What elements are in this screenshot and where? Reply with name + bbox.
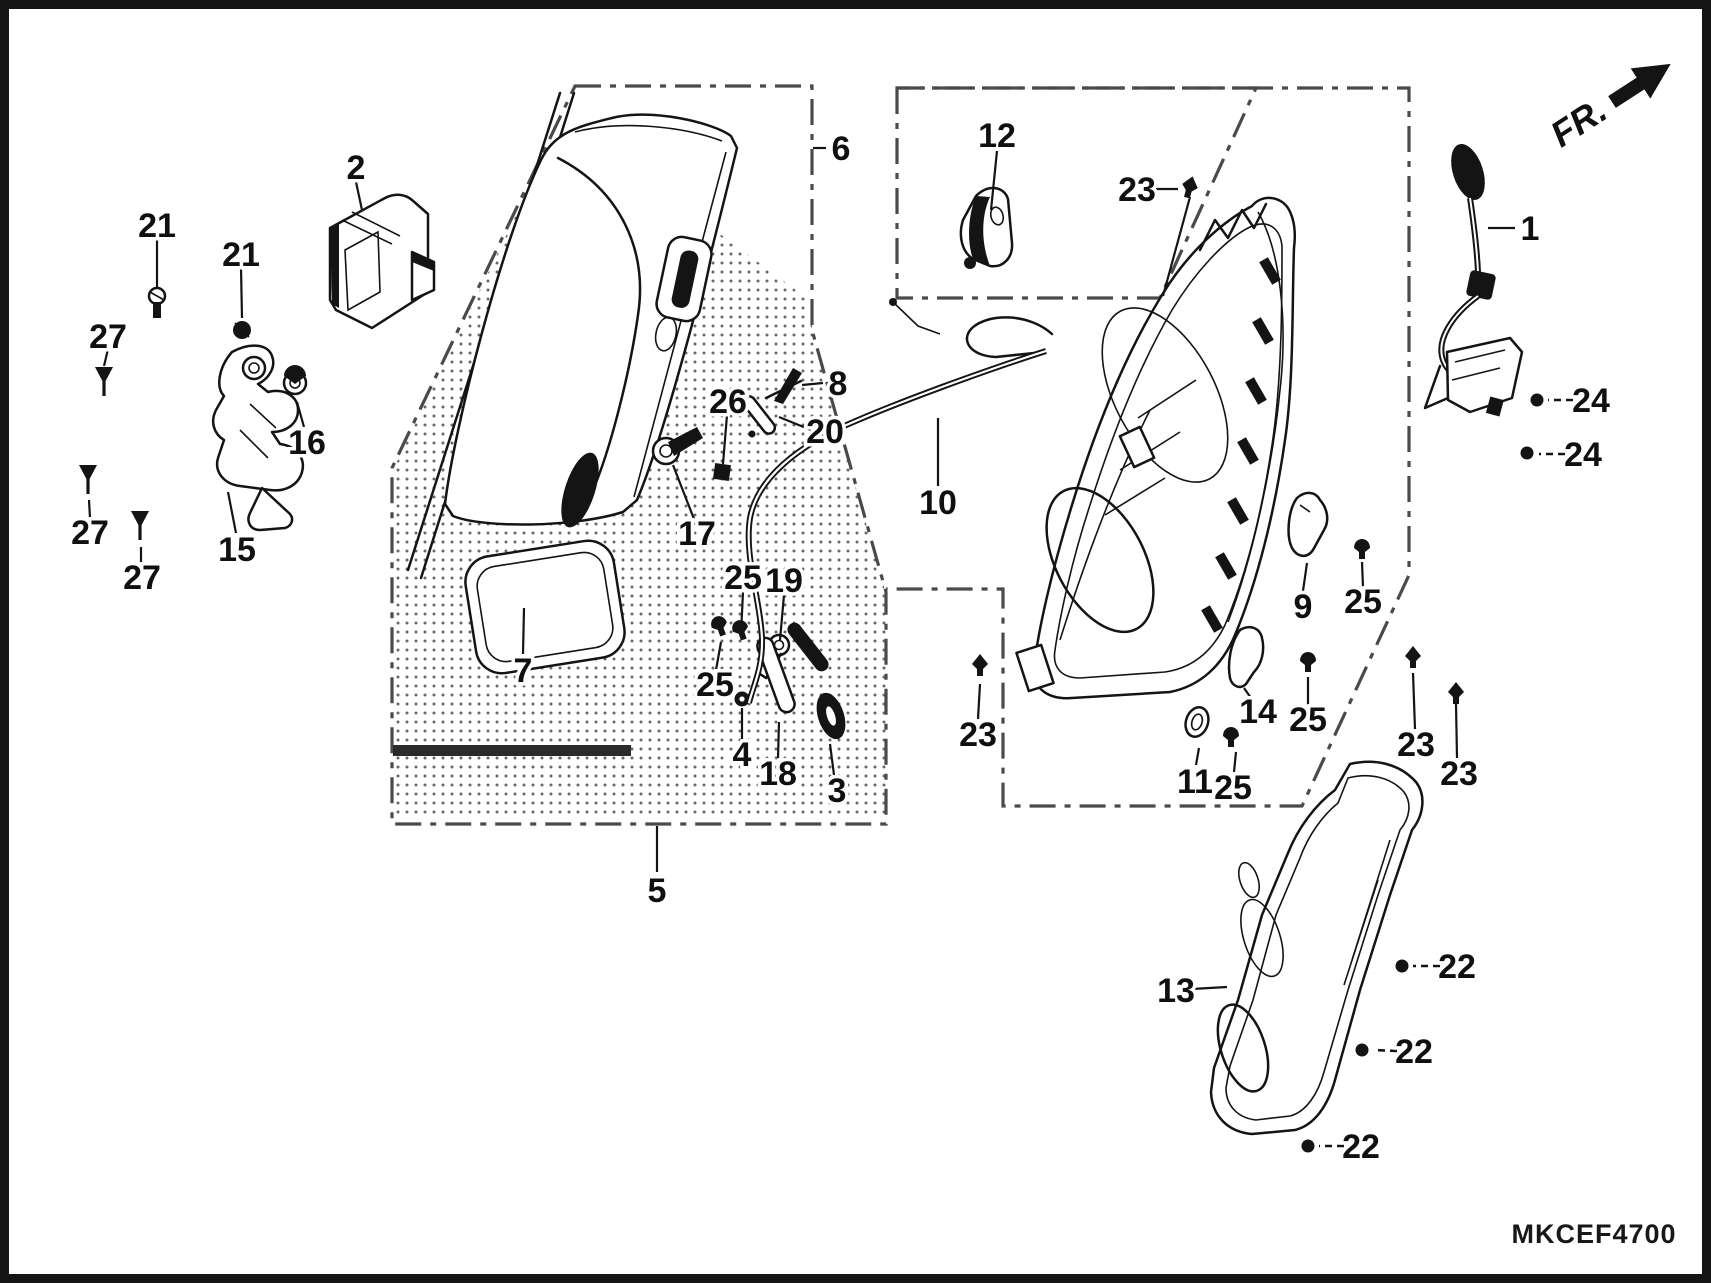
- part-4-washer-drawing: [734, 691, 750, 707]
- part-22-bolts-drawing: [1301, 959, 1409, 1153]
- callout-part-22-24: 22: [1342, 1128, 1380, 1166]
- lock-cluster-drawing: [708, 613, 846, 740]
- callout-part-2-1: 2: [347, 149, 366, 187]
- part-13-cover-drawing: [1209, 760, 1424, 1136]
- callout-part-17-16: 17: [678, 515, 716, 553]
- part-3-grommet-drawing: [816, 692, 846, 740]
- callout-part-24-30: 24: [1564, 436, 1602, 474]
- part-7-inner-frame-drawing: [464, 539, 626, 675]
- callout-part-22-23: 22: [1395, 1033, 1433, 1071]
- boundary-box-region: [886, 86, 1411, 808]
- part-21-nut-drawing: [233, 321, 251, 339]
- part-16-grommet-drawing: [282, 365, 308, 396]
- callout-part-23-26: 23: [959, 716, 997, 754]
- part-26-nut-drawing: [712, 462, 732, 482]
- callout-part-15-14: 15: [218, 531, 256, 569]
- callout-part-12-11: 12: [978, 117, 1016, 155]
- callout-part-23-25: 23: [1118, 171, 1156, 209]
- callout-part-13-12: 13: [1157, 972, 1195, 1010]
- callout-part-19-18: 19: [765, 562, 803, 600]
- callout-part-18-17: 18: [759, 755, 797, 793]
- fr-label: FR.: [1543, 89, 1614, 155]
- callout-part-27-38: 27: [71, 514, 109, 552]
- callout-part-10-9: 10: [919, 484, 957, 522]
- part-24-bolts-drawing: [1520, 393, 1544, 460]
- callout-part-22-22: 22: [1438, 948, 1476, 986]
- part-17-latch-drawing: [651, 427, 703, 466]
- fr-direction-indicator: FR.: [1543, 63, 1671, 155]
- part-14-gasket-drawing: [1227, 626, 1265, 689]
- callout-part-20-19: 20: [806, 413, 844, 451]
- callout-part-25-32: 25: [696, 666, 734, 704]
- box-hinge-teeth: [1201, 257, 1281, 633]
- callout-part-25-31: 25: [724, 559, 762, 597]
- callout-part-21-20: 21: [138, 207, 176, 245]
- part-9-gasket-drawing: [1287, 491, 1329, 557]
- callout-part-21-21: 21: [222, 236, 260, 274]
- callout-leader-lines: [87, 146, 1573, 1148]
- part-6-lid-drawing: [443, 113, 739, 528]
- callout-part-4-3: 4: [733, 736, 752, 774]
- callout-part-25-33: 25: [1344, 583, 1382, 621]
- callout-part-27-37: 27: [89, 318, 127, 356]
- callout-part-1-0: 1: [1521, 210, 1540, 248]
- part-15-bracket-drawing: [212, 344, 305, 532]
- part-12-latch-drawing: [959, 186, 1014, 269]
- callout-part-24-29: 24: [1572, 382, 1610, 420]
- callout-part-11-10: 11: [1177, 763, 1213, 801]
- callout-part-3-2: 3: [828, 772, 847, 810]
- callout-part-25-35: 25: [1214, 769, 1252, 807]
- callout-part-9-8: 9: [1294, 588, 1313, 626]
- lid-hinge-strip: [561, 452, 599, 528]
- callout-labels: 1234567891011121314151617181920212122222…: [68, 114, 1614, 1170]
- callout-part-6-5: 6: [832, 130, 851, 168]
- door-sill-band: [393, 745, 631, 756]
- box-body-drawing: [1015, 196, 1296, 700]
- part-2-unit-drawing: [328, 193, 436, 330]
- callout-part-14-13: 14: [1239, 693, 1277, 731]
- callout-part-8-7: 8: [829, 365, 848, 403]
- part-10-cable-drawing: [745, 298, 1054, 704]
- part-8-rivet-drawing: [764, 368, 803, 404]
- diagram-code: MKCEF4700: [1511, 1219, 1676, 1249]
- callout-part-16-15: 16: [288, 424, 326, 462]
- part-20-pin-drawing: [741, 395, 777, 438]
- callout-part-5-4: 5: [648, 872, 667, 910]
- part-11-grommet-drawing: [1184, 706, 1210, 738]
- callout-part-25-34: 25: [1289, 701, 1327, 739]
- part-21-bolt-drawing: [147, 286, 167, 318]
- callout-part-26-36: 26: [709, 383, 747, 421]
- fr-arrow-icon: [1608, 63, 1671, 108]
- part-1-cable-drawing: [1423, 144, 1524, 417]
- callout-part-23-28: 23: [1440, 755, 1478, 793]
- callout-part-27-39: 27: [123, 559, 161, 597]
- callout-part-7-6: 7: [514, 652, 533, 690]
- callout-part-23-27: 23: [1397, 726, 1435, 764]
